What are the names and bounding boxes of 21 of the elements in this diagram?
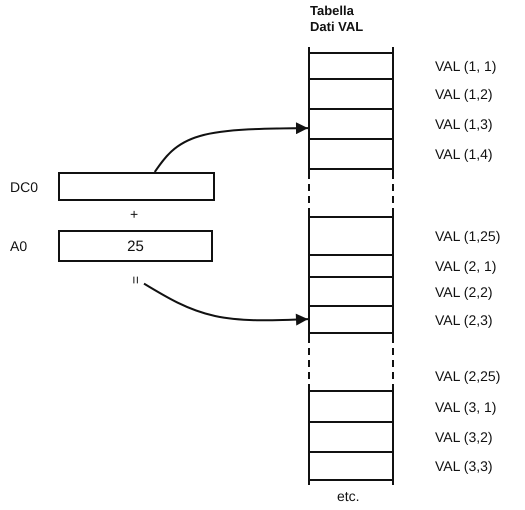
row-label: VAL (2,3): [435, 312, 493, 328]
row-label: VAL (1,25): [435, 228, 500, 244]
table-title: Tabella Dati VAL: [310, 3, 364, 35]
arrow: [143, 282, 308, 326]
row-label: VAL (2,25): [435, 368, 500, 384]
row-label: VAL (2, 1): [435, 258, 496, 274]
equals-sign: =: [127, 272, 145, 288]
row-label: VAL (3,3): [435, 458, 493, 474]
row-label: VAL (1, 1): [435, 58, 496, 74]
register-name: A0: [10, 238, 28, 254]
plus-sign: +: [130, 206, 138, 222]
row-label: VAL (3,2): [435, 429, 493, 445]
register-value: 25: [127, 238, 144, 254]
note-text: etc.: [337, 488, 360, 504]
row-label: VAL (1,2): [435, 86, 493, 102]
row-label: VAL (2,2): [435, 284, 493, 300]
arrow: [154, 122, 308, 173]
row-label: VAL (1,4): [435, 146, 493, 162]
row-label: VAL (1,3): [435, 116, 493, 132]
register-name: DC0: [10, 178, 38, 194]
row-label: VAL (3, 1): [435, 398, 496, 414]
